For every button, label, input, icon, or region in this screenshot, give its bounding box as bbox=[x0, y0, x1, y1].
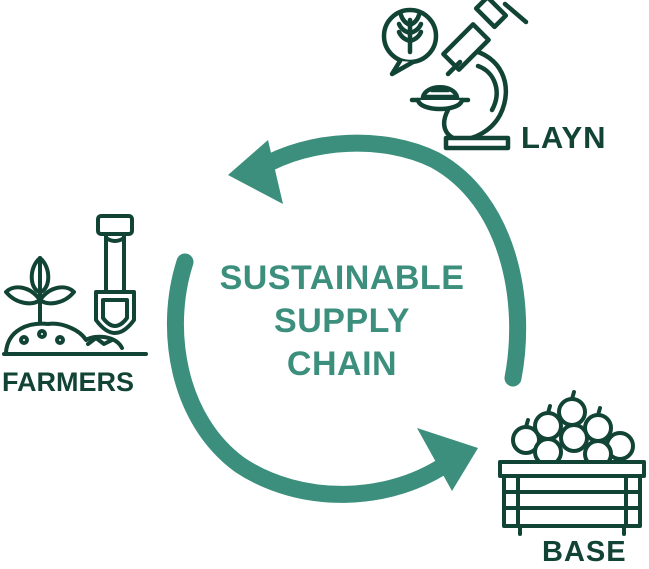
fruit-crate-icon bbox=[498, 390, 646, 536]
microscope-with-grain-icon bbox=[381, 0, 529, 151]
bottom-arc-arrow bbox=[167, 253, 461, 503]
base-label: BASE bbox=[542, 536, 627, 568]
bottom-arrow-head bbox=[417, 428, 478, 491]
center-title-line-2: SUPPLY bbox=[274, 302, 410, 340]
center-title-line-3: CHAIN bbox=[286, 345, 398, 383]
sprout-and-shovel-icon bbox=[2, 214, 148, 356]
top-arrow-head bbox=[228, 140, 283, 204]
center-title-line-1: SUSTAINABLE bbox=[219, 259, 465, 297]
farmers-label: FARMERS bbox=[2, 367, 135, 397]
center-title: SUSTAINABLE SUPPLY CHAIN bbox=[195, 257, 489, 386]
layn-label: LAYN bbox=[521, 120, 607, 155]
top-arc-arrow bbox=[251, 134, 527, 387]
cycle-arrows bbox=[167, 134, 527, 503]
